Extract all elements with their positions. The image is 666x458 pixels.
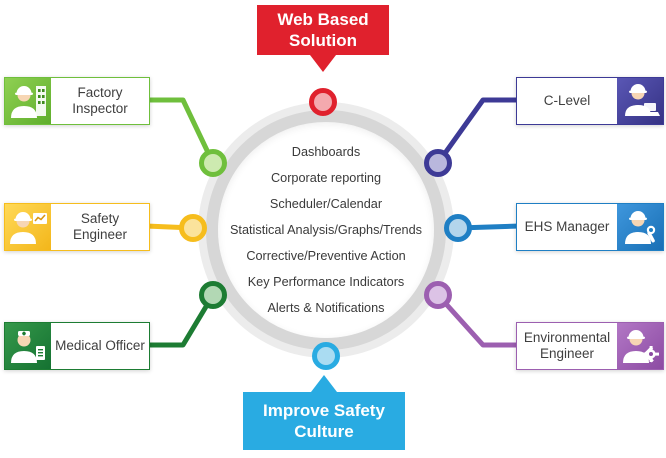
environmental-engineer-icon xyxy=(617,323,663,369)
node-ehs-manager xyxy=(444,214,472,242)
node-web-based-solution xyxy=(309,88,337,116)
connector-environmental-engineer xyxy=(435,292,523,348)
c-level-box: C-Level xyxy=(516,77,664,125)
node-c-level xyxy=(424,149,452,177)
hub-item: Key Performance Indicators xyxy=(247,275,405,289)
hub-circle: Dashboards Corporate reporting Scheduler… xyxy=(206,110,446,350)
node-medical-officer xyxy=(199,281,227,309)
c-level-icon xyxy=(617,78,663,124)
ehs-manager-icon xyxy=(617,204,663,250)
safety-engineer-box: Safety Engineer xyxy=(4,203,150,251)
safety-engineer-icon xyxy=(5,204,51,250)
factory-inspector-box: Factory Inspector xyxy=(4,77,150,125)
medical-officer-box: Medical Officer xyxy=(4,322,150,370)
node-environmental-engineer xyxy=(424,281,452,309)
c-level-label: C-Level xyxy=(543,93,591,109)
hub-item: Scheduler/Calendar xyxy=(269,197,383,211)
node-factory-inspector xyxy=(199,149,227,177)
factory-inspector-label: Factory Inspector xyxy=(72,85,128,116)
connector-factory-inspector xyxy=(143,97,216,166)
hub-item: Statistical Analysis/Graphs/Trends xyxy=(229,223,423,237)
node-safety-engineer xyxy=(179,214,207,242)
hub-item: Corporate reporting xyxy=(270,171,382,185)
web-based-solution-callout: Web Based Solution xyxy=(257,5,389,55)
environmental-engineer-box: Environmental Engineer xyxy=(516,322,664,370)
web-based-solution-label: Web Based Solution xyxy=(277,9,369,50)
connector-c-level xyxy=(435,97,523,166)
improve-safety-culture-label: Improve Safety Culture xyxy=(263,400,385,441)
ehs-manager-box: EHS Manager xyxy=(516,203,664,251)
medical-officer-label: Medical Officer xyxy=(55,338,145,354)
ehs-manager-label: EHS Manager xyxy=(524,219,610,235)
connector-medical-officer xyxy=(143,292,216,348)
hub-item: Corrective/Preventive Action xyxy=(246,249,406,263)
node-improve-safety-culture xyxy=(312,342,340,370)
medical-officer-icon xyxy=(5,323,51,369)
safety-engineer-label: Safety Engineer xyxy=(72,211,128,242)
factory-inspector-icon xyxy=(5,78,51,124)
environmental-engineer-label: Environmental Engineer xyxy=(523,330,611,361)
hub-item: Alerts & Notifications xyxy=(267,301,385,315)
improve-safety-culture-callout: Improve Safety Culture xyxy=(243,392,405,450)
hub-item: Dashboards xyxy=(291,145,361,159)
